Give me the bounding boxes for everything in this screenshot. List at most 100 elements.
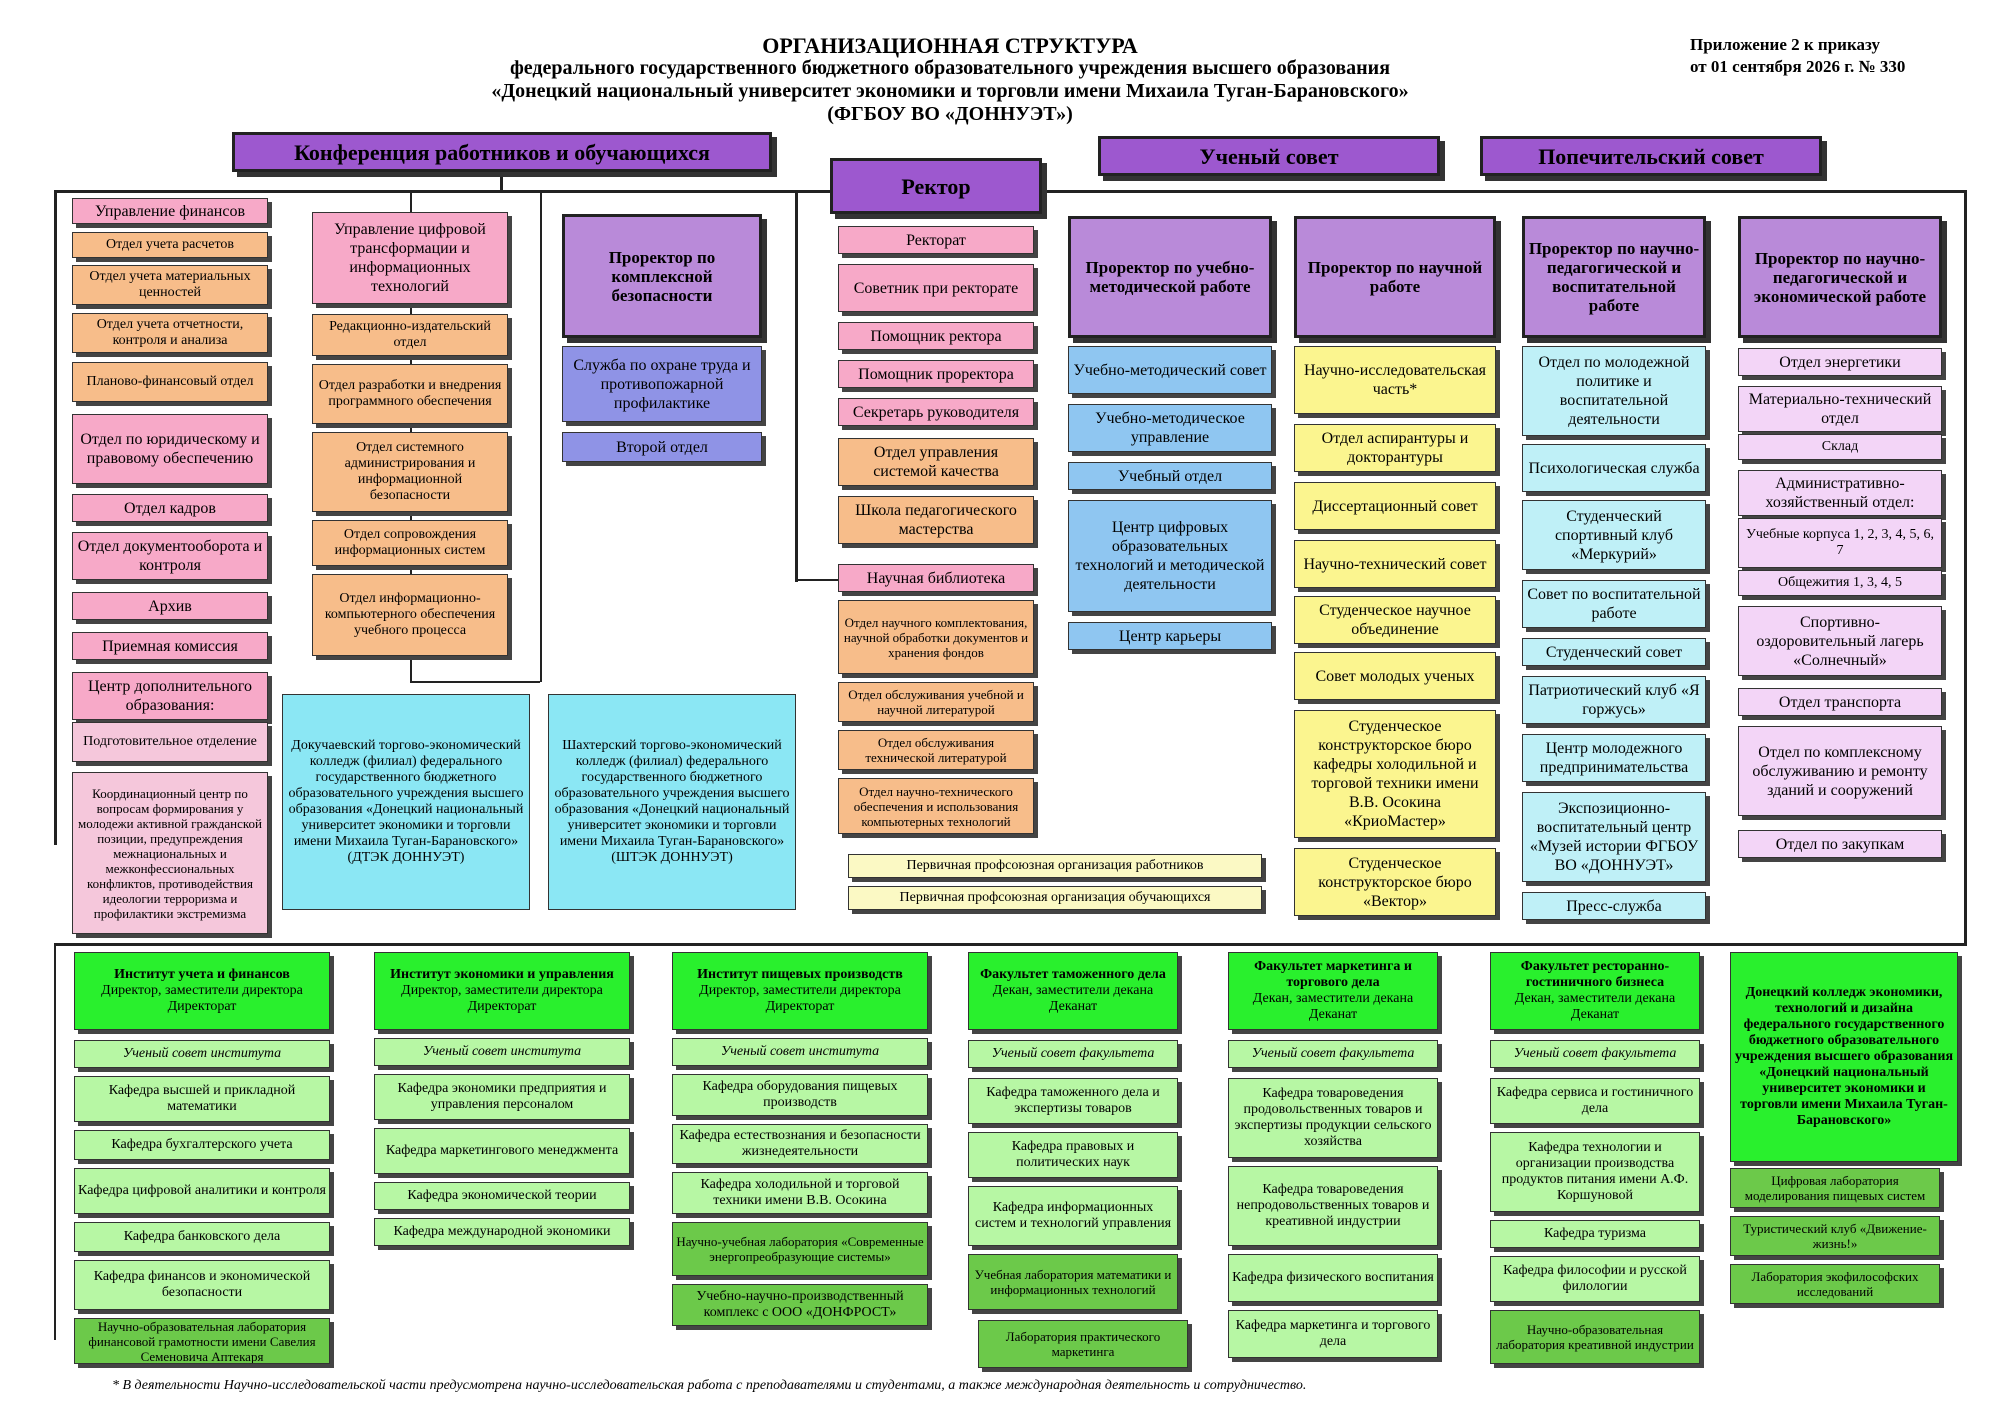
- computer-tech-dept[interactable]: Отдел научно-технического обеспечения и …: [838, 778, 1034, 834]
- youth-entrepreneurship-center[interactable]: Центр молодежного предпринимательства: [1522, 734, 1706, 782]
- dept-legal[interactable]: Отдел по юридическому и правовому обеспе…: [72, 414, 268, 484]
- dept-accounting[interactable]: Кафедра бухгалтерского учета: [74, 1130, 330, 1160]
- college-dtek[interactable]: Докучаевский торгово-экономический колле…: [282, 694, 530, 910]
- dept-refrigeration[interactable]: Кафедра холодильной и торговой техники и…: [672, 1172, 928, 1214]
- conference-box[interactable]: Конференция работников и обучающихся: [232, 132, 772, 172]
- design-bureau-kriomaster[interactable]: Студенческое конструкторское бюро кафедр…: [1294, 710, 1496, 838]
- maintenance-dept[interactable]: Отдел по комплексному обслуживанию и рем…: [1738, 726, 1942, 816]
- coordination-center[interactable]: Координационный центр по вопросам формир…: [72, 772, 268, 934]
- psychological-service[interactable]: Психологическая служба: [1522, 444, 1706, 492]
- rector-box[interactable]: Ректор: [830, 158, 1042, 214]
- transport-dept[interactable]: Отдел транспорта: [1738, 688, 1942, 716]
- faculty-restaurant-hotel[interactable]: Факультет ресторанно-гостиничного бизнес…: [1490, 952, 1700, 1030]
- sports-camp[interactable]: Спортивно-оздоровительный лагерь «Солнеч…: [1738, 606, 1942, 676]
- lab-financial-literacy[interactable]: Научно-образовательная лаборатория финан…: [74, 1318, 330, 1364]
- dormitories[interactable]: Общежития 1, 3, 4, 5: [1738, 570, 1942, 596]
- vice-rector-economic[interactable]: Проректор по научно-педагогической и эко…: [1738, 216, 1942, 338]
- institute-council[interactable]: Ученый совет института: [374, 1038, 630, 1066]
- institute-economics-management[interactable]: Институт экономики и управления Директор…: [374, 952, 630, 1030]
- dept-international-economics[interactable]: Кафедра международной экономики: [374, 1218, 630, 1246]
- institute-food-production[interactable]: Институт пищевых производств Директор, з…: [672, 952, 928, 1030]
- dept-enterprise-economics[interactable]: Кафедра экономики предприятия и управлен…: [374, 1074, 630, 1120]
- lab-food-systems[interactable]: Цифровая лаборатория моделирования пищев…: [1730, 1168, 1940, 1208]
- vice-rector-research[interactable]: Проректор по научной работе: [1294, 216, 1496, 338]
- dept-law-politics[interactable]: Кафедра правовых и политических наук: [968, 1132, 1178, 1178]
- head-secretary[interactable]: Секретарь руководителя: [838, 398, 1034, 426]
- donetsk-college[interactable]: Донецкий колледж экономики, технологий и…: [1730, 952, 1958, 1162]
- digital-transformation-dept[interactable]: Управление цифровой трансформации и инфо…: [312, 212, 508, 304]
- publishing-dept[interactable]: Редакционно-издательский отдел: [312, 314, 508, 356]
- scientific-technical-council[interactable]: Научно-технический совет: [1294, 540, 1496, 588]
- material-technical-dept[interactable]: Материально-технический отдел: [1738, 386, 1942, 432]
- academic-buildings[interactable]: Учебные корпуса 1, 2, 3, 4, 5, 6, 7: [1738, 518, 1942, 568]
- faculty-council[interactable]: Ученый совет факультета: [1228, 1040, 1438, 1068]
- dept-planning-finance[interactable]: Планово-финансовый отдел: [72, 362, 268, 402]
- labor-safety-service[interactable]: Служба по охране труда и противопожарной…: [562, 346, 762, 422]
- dept-marketing-trade[interactable]: Кафедра маркетинга и торгового дела: [1228, 1310, 1438, 1358]
- lab-math-it[interactable]: Учебная лаборатория математики и информа…: [968, 1254, 1178, 1310]
- additional-education-center[interactable]: Центр дополнительного образования:: [72, 672, 268, 720]
- student-scientific-association[interactable]: Студенческое научное объединение: [1294, 596, 1496, 644]
- procurement-dept[interactable]: Отдел по закупкам: [1738, 830, 1942, 858]
- preparatory-department[interactable]: Подготовительное отделение: [72, 722, 268, 762]
- postgraduate-dept[interactable]: Отдел аспирантуры и докторантуры: [1294, 424, 1496, 472]
- museum-center[interactable]: Экспозиционно-воспитательный центр «Музе…: [1522, 792, 1706, 882]
- institute-council[interactable]: Ученый совет института: [672, 1038, 928, 1066]
- institute-council[interactable]: Ученый совет института: [74, 1040, 330, 1068]
- methodical-council[interactable]: Учебно-методический совет: [1068, 346, 1272, 394]
- dept-hr[interactable]: Отдел кадров: [72, 494, 268, 522]
- dept-food-equipment[interactable]: Кафедра оборудования пищевых производств: [672, 1074, 928, 1116]
- dept-finance-security[interactable]: Кафедра финансов и экономической безопас…: [74, 1260, 330, 1310]
- faculty-council[interactable]: Ученый совет факультета: [968, 1040, 1178, 1068]
- college-shtek[interactable]: Шахтерский торгово-экономический колледж…: [548, 694, 796, 910]
- vice-rector-security[interactable]: Проректор по комплексной безопасности: [562, 214, 762, 338]
- faculty-customs[interactable]: Факультет таможенного дела Декан, замест…: [968, 952, 1178, 1030]
- second-department[interactable]: Второй отдел: [562, 432, 762, 462]
- academic-dept[interactable]: Учебный отдел: [1068, 462, 1272, 490]
- dept-service-hotel[interactable]: Кафедра сервиса и гостиничного дела: [1490, 1078, 1700, 1124]
- is-support-dept[interactable]: Отдел сопровождения информационных систе…: [312, 520, 508, 566]
- career-center[interactable]: Центр карьеры: [1068, 622, 1272, 650]
- research-part[interactable]: Научно-исследовательская часть*: [1294, 346, 1496, 414]
- educational-council[interactable]: Совет по воспитательной работе: [1522, 580, 1706, 628]
- design-bureau-vektor[interactable]: Студенческое конструкторское бюро «Векто…: [1294, 848, 1496, 916]
- dept-reporting-control[interactable]: Отдел учета отчетности, контроля и анали…: [72, 313, 268, 353]
- trustees-box[interactable]: Попечительский совет: [1480, 136, 1822, 176]
- rectorate-advisor[interactable]: Советник при ректорате: [838, 264, 1034, 312]
- dept-tourism[interactable]: Кафедра туризма: [1490, 1220, 1700, 1248]
- lab-ecophilosophy[interactable]: Лаборатория экофилософских исследований: [1730, 1264, 1940, 1304]
- dept-banking[interactable]: Кафедра банковского дела: [74, 1222, 330, 1252]
- patriotic-club[interactable]: Патриотический клуб «Я горжусь»: [1522, 676, 1706, 724]
- dept-customs[interactable]: Кафедра таможенного дела и экспертизы то…: [968, 1078, 1178, 1124]
- dept-settlements[interactable]: Отдел учета расчетов: [72, 232, 268, 258]
- scientific-library[interactable]: Научная библиотека: [838, 564, 1034, 592]
- methodical-department[interactable]: Учебно-методическое управление: [1068, 404, 1272, 452]
- lab-energy-systems[interactable]: Научно-учебная лаборатория «Современные …: [672, 1222, 928, 1276]
- union-workers[interactable]: Первичная профсоюзная организация работн…: [848, 854, 1262, 878]
- dept-material-values[interactable]: Отдел учета материальных ценностей: [72, 265, 268, 305]
- student-council[interactable]: Студенческий совет: [1522, 638, 1706, 666]
- sports-club-merkuriy[interactable]: Студенческий спортивный клуб «Меркурий»: [1522, 500, 1706, 570]
- quality-system-dept[interactable]: Отдел управления системой качества: [838, 438, 1034, 486]
- dept-physical-education[interactable]: Кафедра физического воспитания: [1228, 1254, 1438, 1302]
- admission-committee[interactable]: Приемная комиссия: [72, 632, 268, 660]
- vice-rector-educational[interactable]: Проректор по научно-педагогической и вос…: [1522, 216, 1706, 338]
- dept-digital-analytics[interactable]: Кафедра цифровой аналитики и контроля: [74, 1168, 330, 1214]
- dept-marketing-management[interactable]: Кафедра маркетингового менеджмента: [374, 1128, 630, 1174]
- vice-rector-assistant[interactable]: Помощник проректора: [838, 360, 1034, 388]
- dept-natural-sciences[interactable]: Кафедра естествознания и безопасности жи…: [672, 1124, 928, 1164]
- press-service[interactable]: Пресс-служба: [1522, 892, 1706, 920]
- faculty-marketing-trade[interactable]: Факультет маркетинга и торгового дела Де…: [1228, 952, 1438, 1030]
- dissertation-council[interactable]: Диссертационный совет: [1294, 482, 1496, 530]
- lab-creative-industry[interactable]: Научно-образовательная лаборатория креат…: [1490, 1310, 1700, 1364]
- vice-rector-methodical[interactable]: Проректор по учебно-методической работе: [1068, 216, 1272, 338]
- library-service-dept[interactable]: Отдел обслуживания учебной и научной лит…: [838, 682, 1034, 722]
- dept-economic-theory[interactable]: Кафедра экономической теории: [374, 1182, 630, 1210]
- dept-information-systems[interactable]: Кафедра информационных систем и технолог…: [968, 1186, 1178, 1246]
- dept-math[interactable]: Кафедра высшей и прикладной математики: [74, 1076, 330, 1122]
- sysadmin-dept[interactable]: Отдел системного администрирования и инф…: [312, 432, 508, 512]
- academic-council-box[interactable]: Ученый совет: [1098, 136, 1440, 176]
- rector-assistant[interactable]: Помощник ректора: [838, 322, 1034, 350]
- technical-literature-dept[interactable]: Отдел обслуживания технической литератур…: [838, 730, 1034, 770]
- union-students[interactable]: Первичная профсоюзная организация обучаю…: [848, 886, 1262, 910]
